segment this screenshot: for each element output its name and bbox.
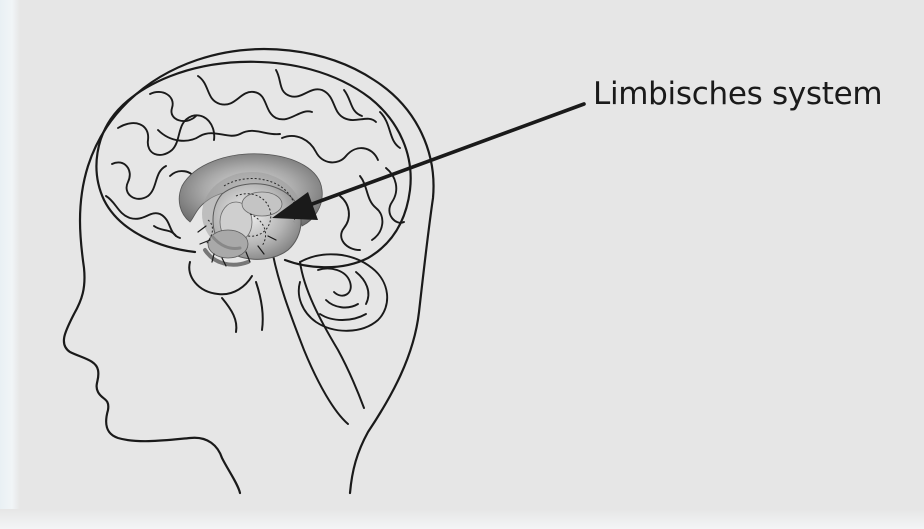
head-outline [64,49,434,493]
brainstem [189,250,364,424]
limbic-system-label: Limbisches system [593,76,882,112]
